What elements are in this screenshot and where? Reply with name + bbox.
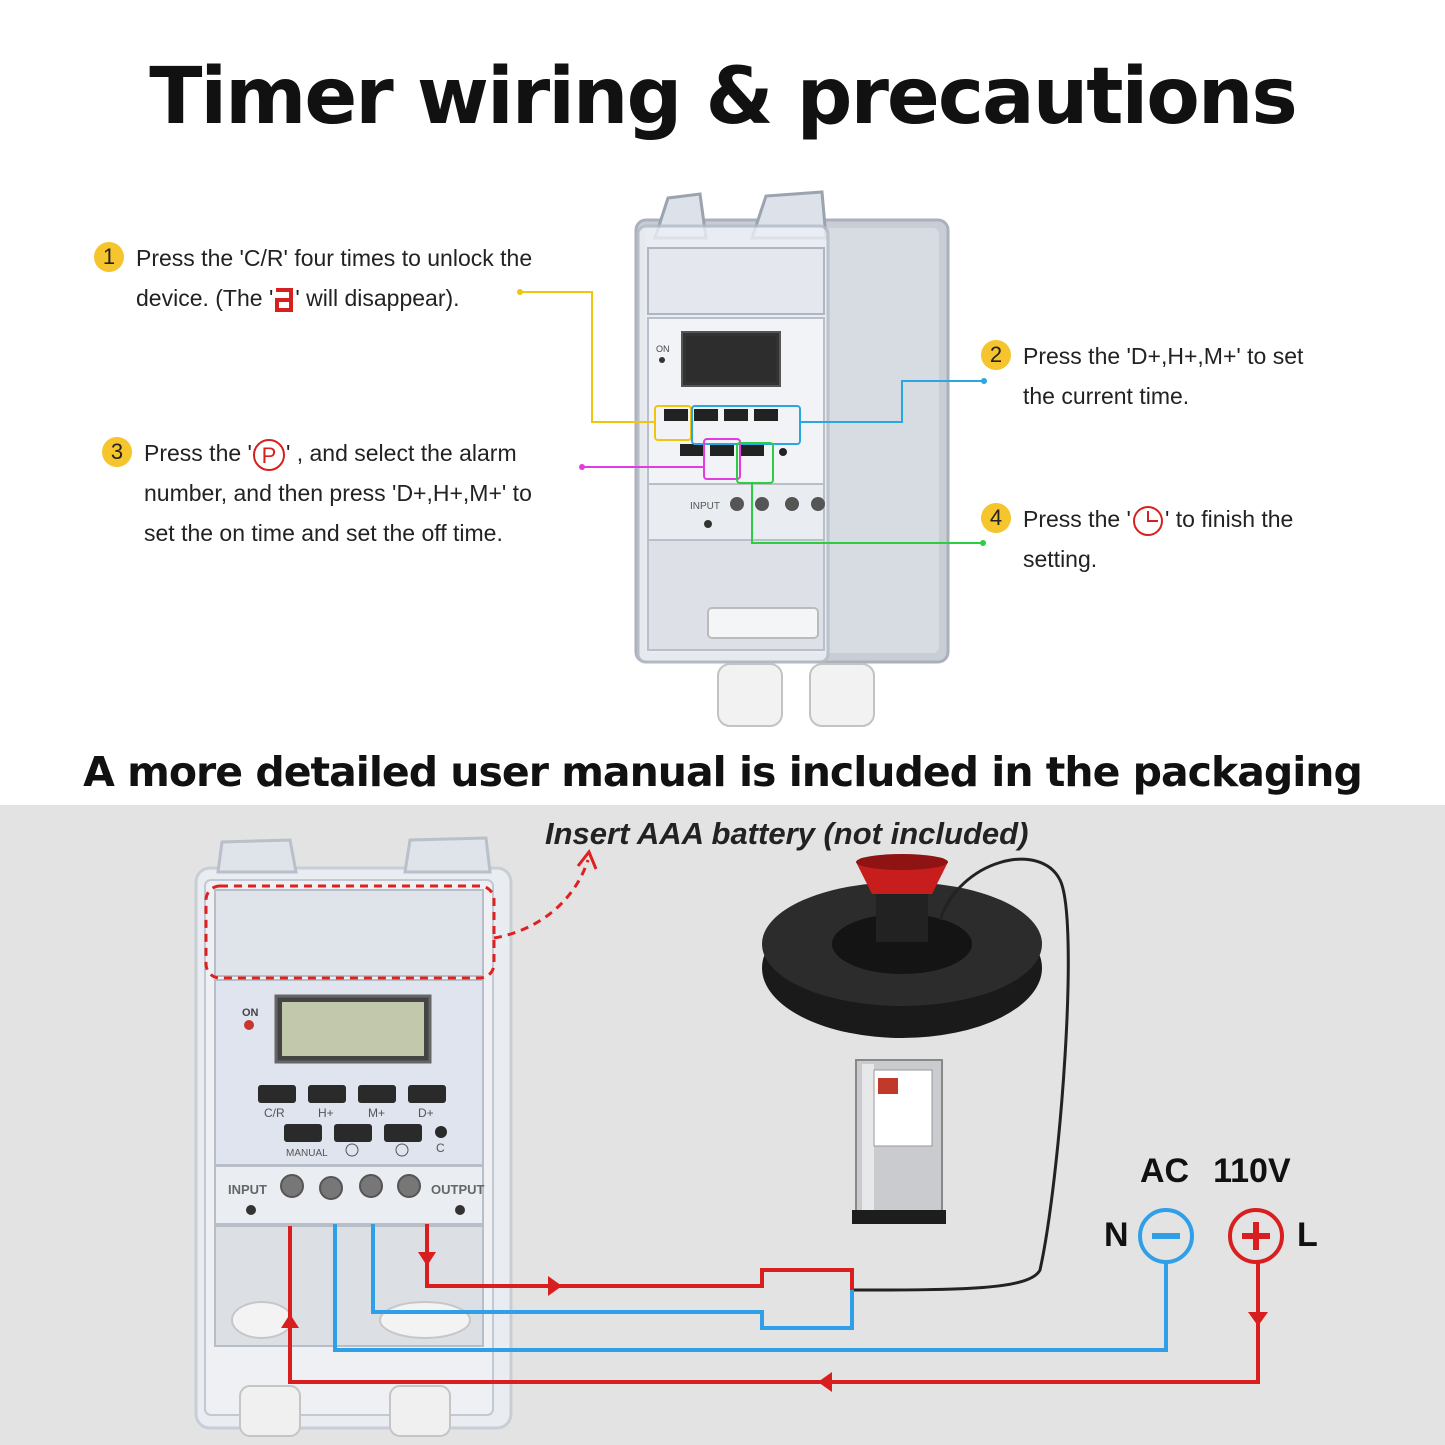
svg-text:P: P <box>262 443 277 468</box>
manual-note: A more detailed user manual is included … <box>83 748 1363 796</box>
step-1-line1: Press the 'C/R' four times to unlock the <box>136 245 533 271</box>
leader-lines <box>517 289 987 546</box>
on-label: ON <box>656 344 670 354</box>
output-label: OUTPUT <box>431 1182 485 1197</box>
step-4-badge: 4 <box>981 503 1011 533</box>
timer-top-illustration: ON INPUT <box>517 190 987 727</box>
hplus-label: H+ <box>318 1106 334 1120</box>
step-4-line1: Press the '' to finish the <box>1023 499 1293 539</box>
step-3-line1: Press the 'P' , and select the alarm <box>144 433 532 473</box>
neutral-terminal <box>1138 1208 1194 1264</box>
step-1-badge: 1 <box>94 242 124 272</box>
power-label: AC 110V <box>1140 1152 1315 1191</box>
step-2-line2: the current time. <box>1023 383 1190 409</box>
voltage-label: 110V <box>1213 1152 1291 1190</box>
c-label: C <box>436 1141 445 1155</box>
step-3-badge: 3 <box>102 437 132 467</box>
clock-icon <box>1132 505 1163 536</box>
live-terminal <box>1228 1208 1284 1264</box>
input-label-top: INPUT <box>690 501 720 512</box>
neutral-wires <box>333 1224 1168 1352</box>
step-4: 4 Press the '' to finish the setting. <box>981 499 1293 579</box>
live-label: L <box>1297 1216 1318 1254</box>
program-p-icon: P <box>252 438 285 471</box>
input-label: INPUT <box>228 1182 267 1197</box>
step-2-line1: Press the 'D+,H+,M+' to set <box>1023 343 1304 369</box>
timer-device-bottom: ON C/R H+ M+ D+ C MANUAL INPUT OUTPUT <box>194 836 598 1437</box>
pond-pump <box>762 854 1070 1292</box>
cr-label: C/R <box>264 1106 285 1120</box>
battery-note: Insert AAA battery (not included) <box>545 816 1029 851</box>
step-3-line2: number, and then press 'D+,H+,M+' to <box>144 480 532 506</box>
mplus-label: M+ <box>368 1106 385 1120</box>
wire-arrows <box>281 1252 1268 1392</box>
ac-label: AC <box>1140 1152 1190 1190</box>
step-1: 1 Press the 'C/R' four times to unlock t… <box>94 238 533 318</box>
step-4-line2: setting. <box>1023 546 1098 572</box>
step-3-line3: set the on time and set the off time. <box>144 520 503 546</box>
step-3: 3 Press the 'P' , and select the alarm n… <box>102 433 532 553</box>
page-title: Timer wiring & precautions <box>149 52 1298 142</box>
dplus-label: D+ <box>418 1106 434 1120</box>
step-2: 2 Press the 'D+,H+,M+' to set the curren… <box>981 336 1304 416</box>
step-1-line2: device. (The '' will disappear). <box>136 278 532 318</box>
lock-segment-icon <box>275 287 294 312</box>
step-2-badge: 2 <box>981 340 1011 370</box>
manual-label: MANUAL <box>286 1148 328 1159</box>
on-label-bottom: ON <box>242 1007 259 1019</box>
neutral-label: N <box>1104 1216 1129 1254</box>
